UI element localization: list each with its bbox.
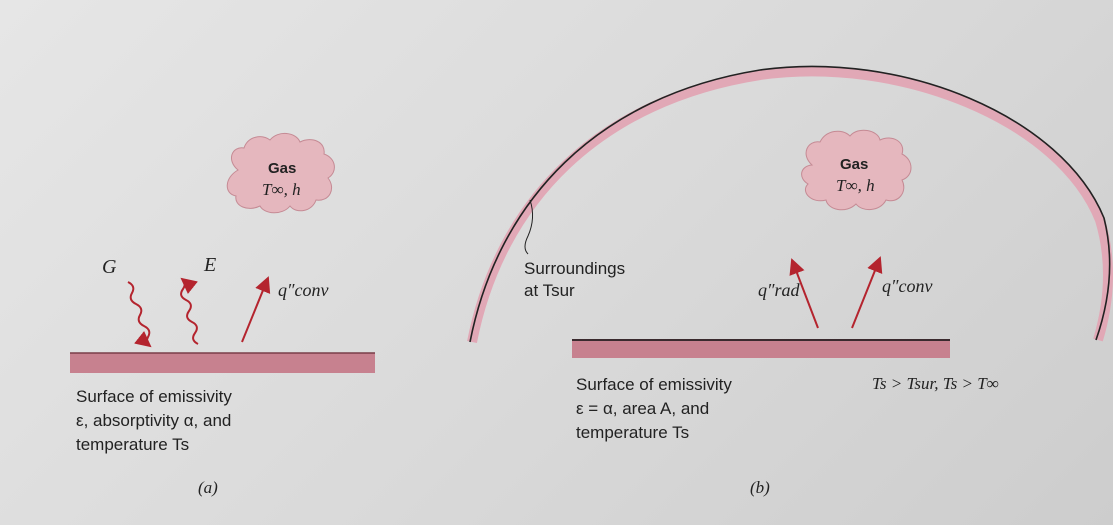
surface-caption-b-line2: ε = α, area A, and [576, 398, 709, 420]
convection-flux-label-a: q″conv [278, 280, 328, 301]
gas-variables-a: T∞, h [262, 180, 301, 200]
surface-b [572, 340, 950, 358]
emission-label: E [204, 254, 216, 277]
irradiation-arrow [128, 282, 150, 346]
emission-arrow [181, 279, 198, 344]
convection-flux-label-b: q″conv [882, 276, 932, 297]
radiation-flux-label: q″rad [758, 280, 800, 301]
surface-caption-b-line1: Surface of emissivity [576, 374, 732, 396]
convection-arrow-a [242, 278, 268, 342]
surface-caption-a-line3: temperature Ts [76, 434, 189, 456]
surface-a [70, 353, 375, 373]
panel-b-label: (b) [750, 478, 770, 498]
gas-variables-b: T∞, h [836, 176, 875, 196]
gas-label-b: Gas [840, 156, 868, 173]
panel-b-graphics [470, 66, 1110, 358]
surface-caption-a-line1: Surface of emissivity [76, 386, 232, 408]
gas-label-a: Gas [268, 160, 296, 177]
panel-a-graphics [70, 133, 375, 373]
irradiation-label: G [102, 256, 116, 279]
surroundings-caption-line2: at Tsur [524, 280, 575, 302]
convection-arrow-b [852, 258, 880, 328]
surface-caption-a-line2: ε, absorptivity α, and [76, 410, 231, 432]
surroundings-caption-line1: Surroundings [524, 258, 625, 280]
panel-a-label: (a) [198, 478, 218, 498]
temperature-condition: Ts > Tsur, Ts > T∞ [872, 374, 999, 394]
surface-caption-b-line3: temperature Ts [576, 422, 689, 444]
